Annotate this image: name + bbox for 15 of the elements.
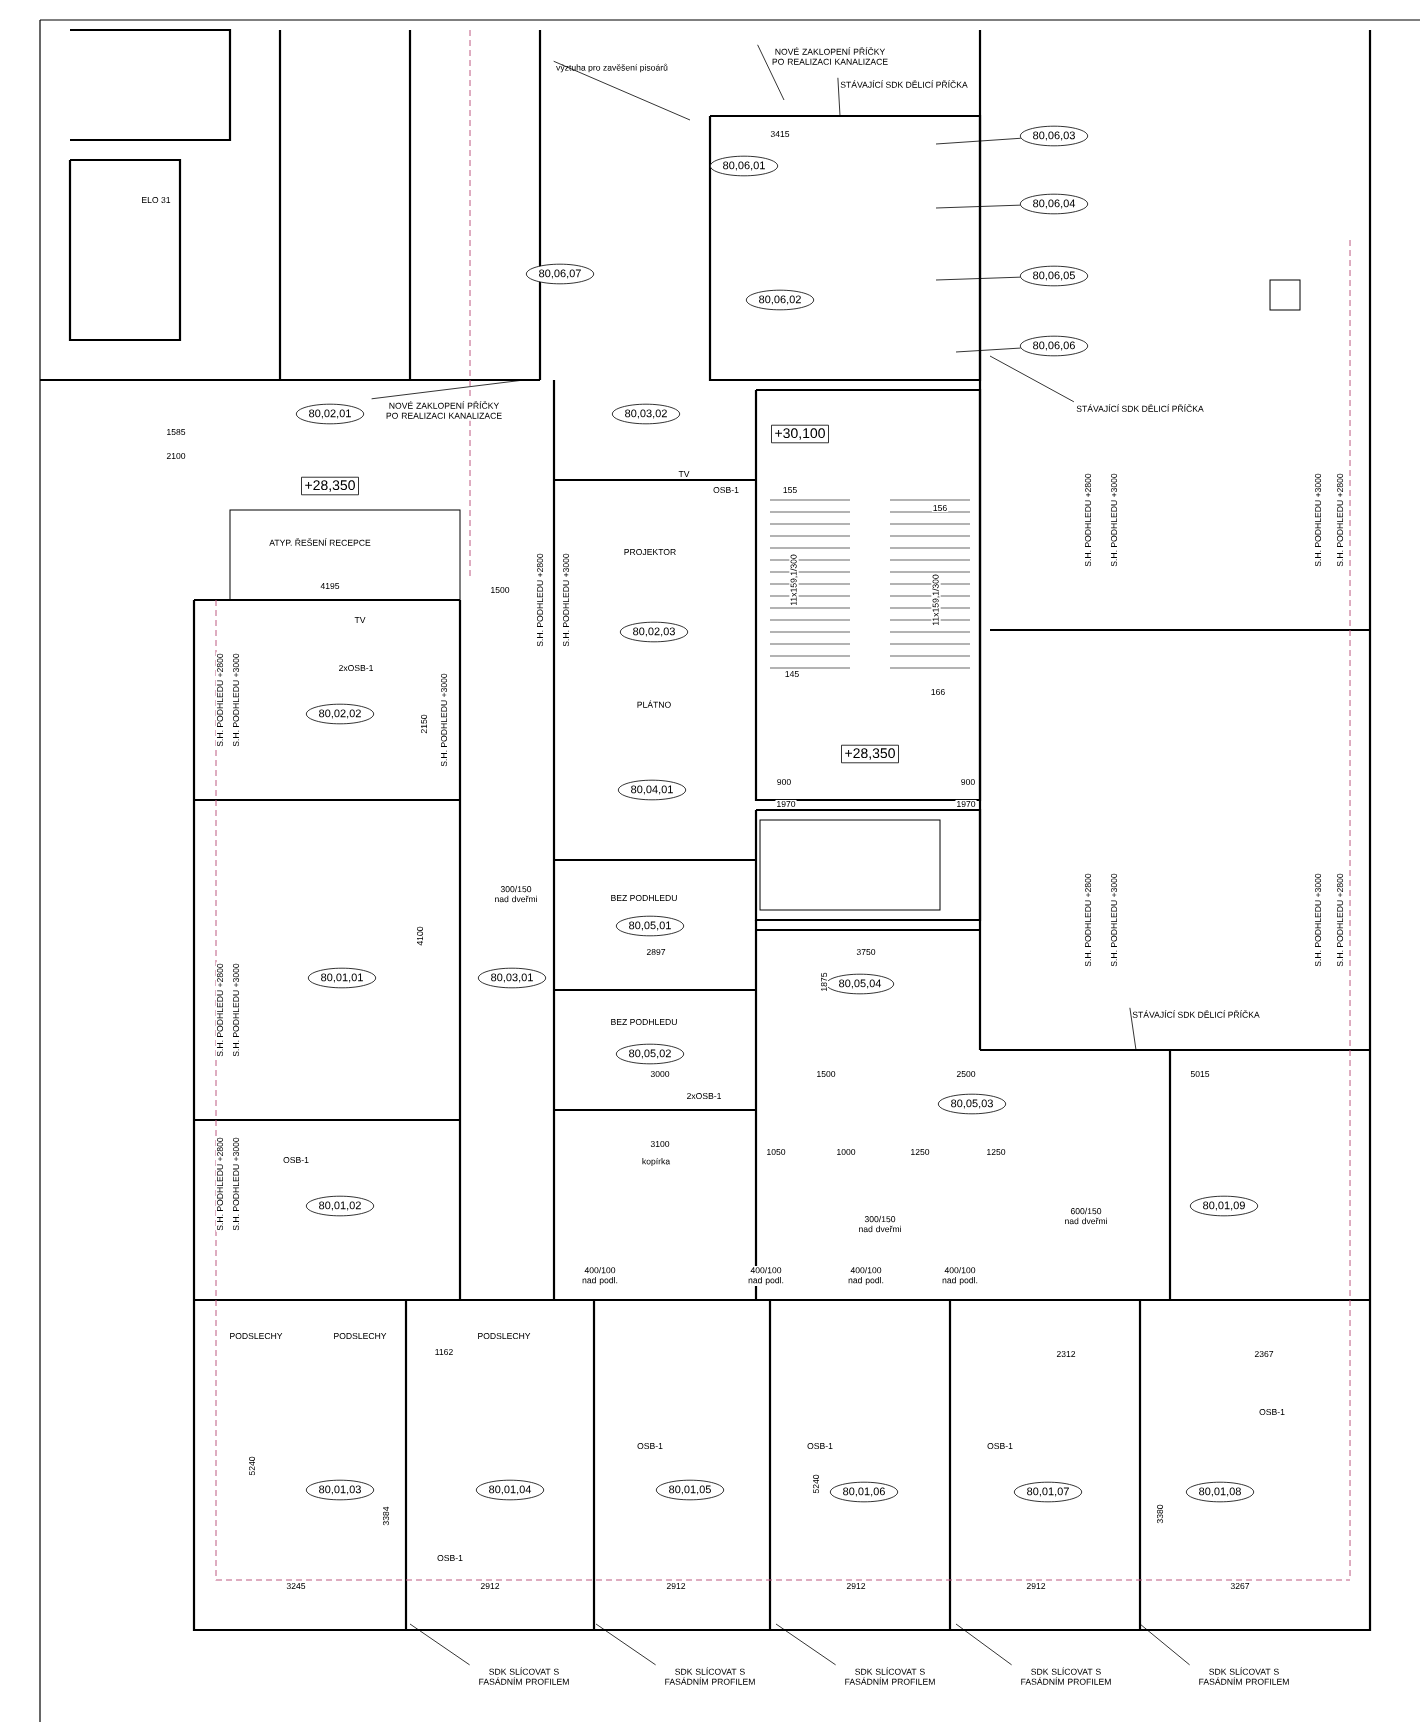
leader-line [595, 1623, 656, 1666]
leader-line [935, 137, 1022, 145]
leader-line [989, 355, 1075, 403]
leader-line [371, 379, 525, 400]
leader-line [409, 1623, 470, 1666]
leader-line [955, 347, 1022, 353]
leader-line [757, 44, 785, 101]
leader-line [935, 276, 1021, 281]
leader-line [775, 1623, 836, 1666]
leader-line [553, 60, 691, 121]
leader-line [837, 77, 841, 117]
leader-line [955, 1623, 1012, 1666]
leader-line [935, 204, 1021, 209]
leader-line [1129, 1007, 1137, 1051]
leader-line [1139, 1623, 1190, 1666]
